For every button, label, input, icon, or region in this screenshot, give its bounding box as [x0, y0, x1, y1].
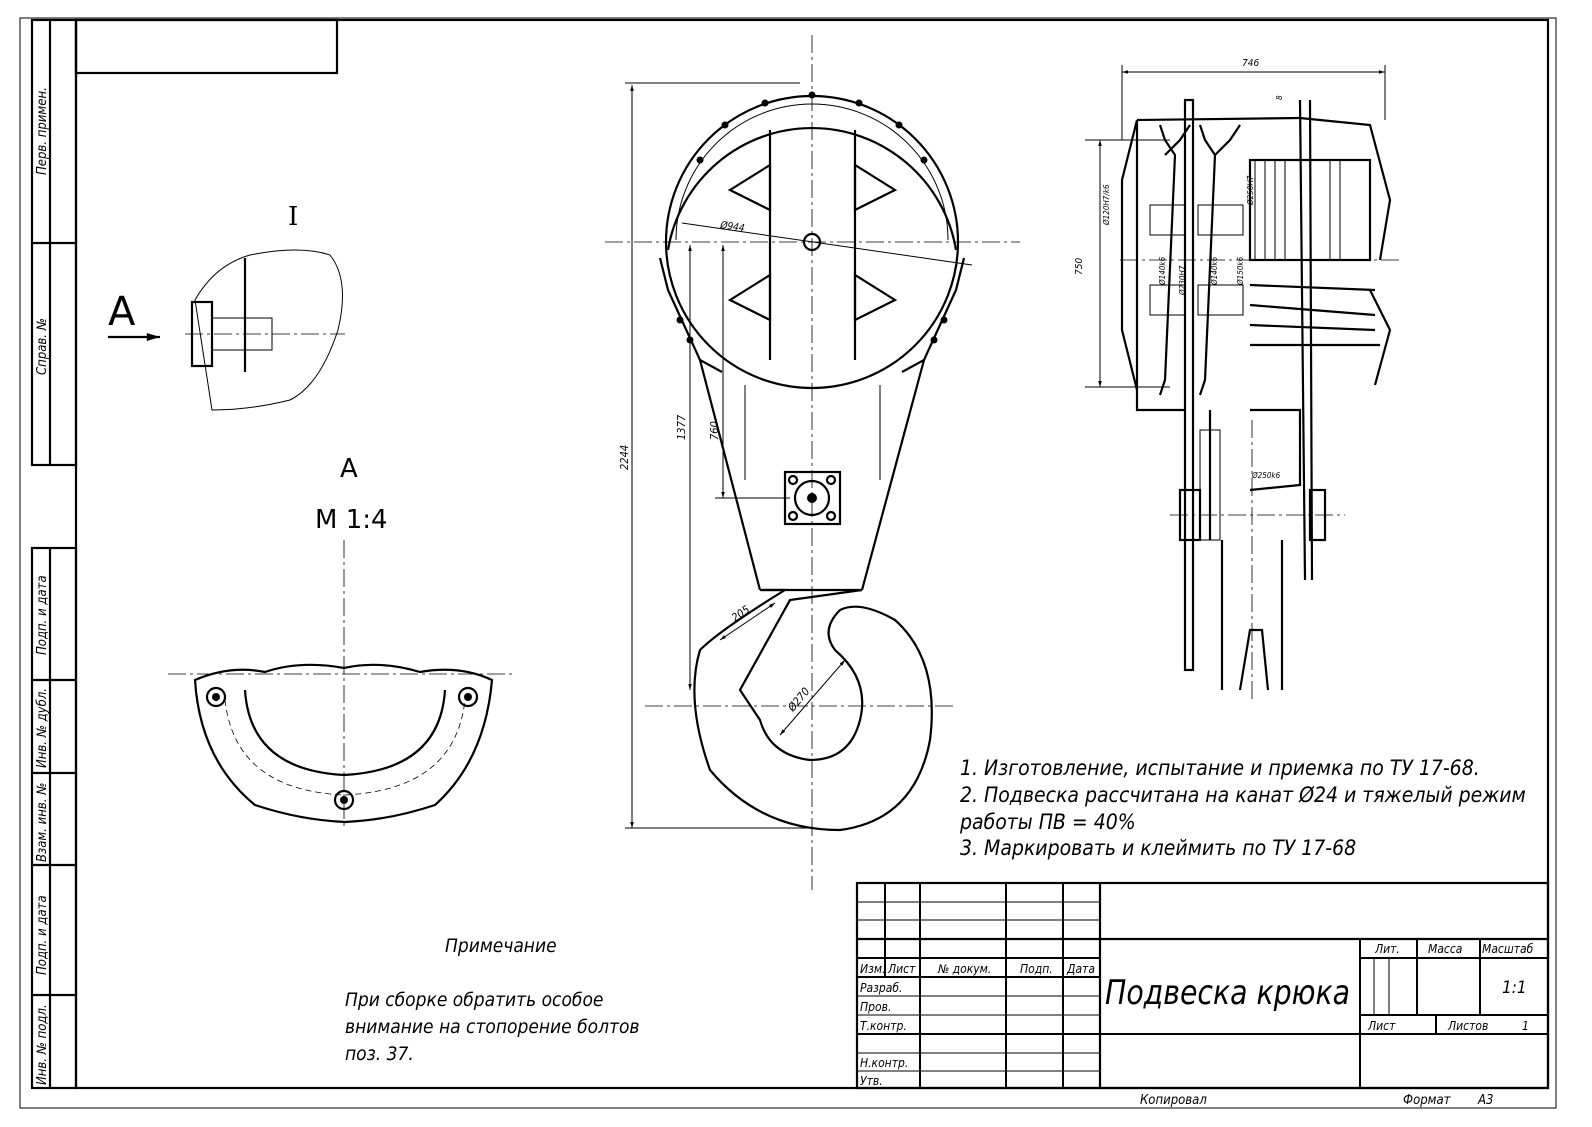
front-view-hook-block: Ø944 2244 1377 760 205 Ø270 [605, 35, 1020, 890]
tb-role: Пров. [860, 1000, 891, 1014]
tb-header: № докум. [937, 962, 991, 976]
footer-format-value: A3 [1477, 1093, 1493, 1108]
side-stamp-column: Перв. примен. Справ. № Подп. и дата Инв.… [30, 18, 78, 1090]
tb-sheets-label: Листов [1447, 1019, 1488, 1033]
side-section-view: 746 750 Ø120H7/k6 Ø140k6 Ø230H7 Ø140k6 Ø… [1074, 58, 1400, 700]
remark-line: При сборке обратить особое [345, 989, 603, 1011]
dim-fit: Ø250k6 [1251, 470, 1281, 480]
tb-sheet-label: Лист [1367, 1019, 1396, 1033]
tech-req-line: 3. Маркировать и клеймить по ТУ 17-68 [960, 836, 1356, 860]
tb-role: Т.контр. [860, 1019, 907, 1033]
tb-header: Лист [887, 962, 916, 976]
remark-title: Примечание [445, 935, 557, 957]
tb-header: Подп. [1020, 962, 1053, 976]
stamp-label: Подп. и дата [35, 895, 50, 975]
footer-format-label: Формат [1403, 1093, 1452, 1108]
dim-fit: Ø140k6 [1209, 256, 1219, 286]
title-block: Изм. Лист № докум. Подп. Дата Разраб. Пр… [855, 881, 1550, 1090]
stamp-label: Инв. № дубл. [35, 688, 50, 768]
stamp-label: Инв. № подл. [35, 1004, 50, 1085]
top-left-box [74, 18, 339, 75]
dim-fit: Ø250H7 [1245, 175, 1255, 206]
dim-fit: Ø230H7 [1177, 265, 1187, 296]
stamp-label: Взам. инв. № [35, 783, 50, 862]
view-A-label: A [340, 454, 358, 484]
stamp-label: Перв. примен. [35, 87, 50, 175]
tb-sheets-value: 1 [1522, 1019, 1529, 1033]
stamp-label: Подп. и дата [35, 575, 50, 655]
dim-hook-dia: Ø270 [785, 685, 813, 715]
tb-role: Утв. [860, 1074, 883, 1088]
tb-mass-label: Масса [1428, 942, 1462, 956]
tb-lit-label: Лит. [1374, 942, 1400, 956]
footer-copied: Копировал [1140, 1093, 1207, 1108]
arrow-A-label: A [108, 289, 136, 335]
tb-header: Изм. [860, 962, 885, 976]
tb-scale-label: Масштаб [1482, 942, 1534, 956]
stamp-label: Справ. № [35, 318, 50, 375]
dim-fit: Ø120H7/k6 [1101, 184, 1111, 226]
tb-role: Н.контр. [860, 1056, 908, 1070]
dim-sheave-dia: Ø944 [719, 219, 746, 234]
tb-header: Дата [1066, 962, 1095, 976]
tech-req-line: работы ПВ = 40% [959, 810, 1136, 834]
view-A-scale: M 1:4 [315, 505, 388, 535]
tb-role: Разраб. [860, 981, 902, 995]
tech-req-line: 2. Подвеска рассчитана на канат Ø24 и тя… [960, 783, 1526, 807]
dim-fit: Ø150k6 [1235, 256, 1245, 286]
technical-requirements: 1. Изготовление, испытание и приемка по … [959, 756, 1526, 860]
view-A: A M 1:4 [168, 454, 515, 830]
outer-trim-border [19, 17, 1557, 1109]
remark-line: внимание на стопорение болтов [345, 1016, 640, 1038]
dim-1377: 1377 [675, 414, 688, 440]
remark-note: Примечание При сборке обратить особое вн… [345, 935, 640, 1065]
drawing-title: Подвеска крюка [1105, 973, 1350, 1013]
dim-760: 760 [708, 421, 721, 440]
tb-scale-value: 1:1 [1502, 978, 1527, 998]
dim-fit: Ø140k6 [1157, 256, 1167, 286]
remark-line: поз. 37. [345, 1043, 414, 1065]
dim-overall-height: 2244 [618, 445, 631, 470]
dim-side-width: 746 [1242, 58, 1259, 69]
dim-side-height: 750 [1074, 258, 1085, 275]
detail-view-I: I A [108, 202, 345, 411]
detail-label: I [288, 202, 298, 232]
tech-req-line: 1. Изготовление, испытание и приемка по … [960, 756, 1480, 780]
dim-gap: 8 [1275, 95, 1284, 100]
